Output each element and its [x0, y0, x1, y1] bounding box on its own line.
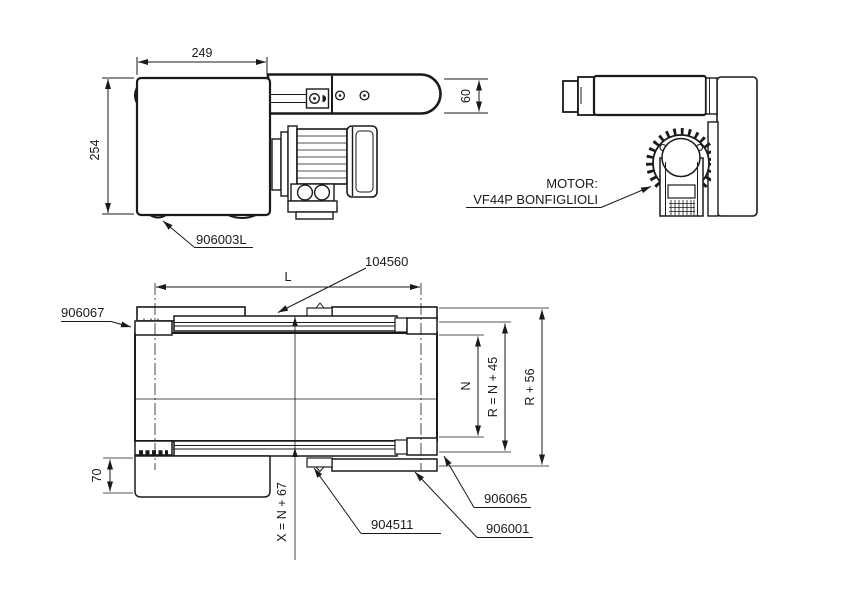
part-label-906067: 906067 [61, 305, 104, 320]
end-view-motor [646, 128, 711, 217]
gearbox-fin-grid [669, 200, 695, 215]
top-view-dimensions [103, 284, 549, 494]
dim-overall-width-label: R + 56 [523, 368, 537, 405]
x-dimension-line [292, 316, 298, 560]
motor-nameplate [667, 184, 696, 199]
motor-note-line2: VF44P BONFIGLIOLI [473, 192, 598, 207]
end-view-side-plate [716, 76, 758, 217]
lower-left-block [134, 440, 173, 456]
dim-roller-width-label: R = N + 45 [486, 357, 500, 417]
top-view-centerlines [154, 283, 422, 470]
part-label-906001: 906001 [486, 521, 529, 536]
lower-right-block [406, 437, 438, 456]
top-view-leaders [61, 267, 533, 538]
upper-belt [173, 315, 398, 332]
upper-left-block [134, 320, 173, 336]
motor-fins [297, 135, 347, 179]
end-view [466, 74, 758, 217]
dim-foot-width-label: 70 [90, 469, 104, 483]
end-view-roller [562, 74, 718, 117]
top-view [61, 267, 549, 560]
part-label-906065: 906065 [484, 491, 527, 506]
top-view-frame [134, 332, 438, 442]
top-view-lower-rail [134, 437, 438, 498]
motor-fin-ring [646, 128, 711, 198]
dim-length-label: L [285, 270, 292, 284]
side-view-motor [271, 125, 378, 220]
side-view [102, 57, 488, 248]
side-view-body-leader [162, 220, 253, 248]
lower-belt [173, 440, 398, 457]
upper-right-block [406, 317, 438, 335]
dim-width-label: 249 [192, 46, 213, 60]
part-label-104560: 104560 [365, 254, 408, 269]
side-view-body [135, 76, 272, 217]
drawing-text: 249 254 60 906003L MOTOR: VF44P BONFIGLI… [61, 46, 598, 542]
part-label-906003L: 906003L [196, 232, 247, 247]
drive-foot [134, 455, 271, 498]
part-label-904511: 904511 [371, 517, 413, 532]
motor-note-line1: MOTOR: [546, 176, 598, 191]
dim-x-width-label: X = N + 67 [275, 482, 289, 542]
dim-arm-height-label: 60 [459, 89, 473, 103]
dim-inner-width-label: N [459, 381, 473, 390]
top-view-upper-rail [134, 302, 438, 336]
motor-note-leader [466, 186, 652, 208]
side-view-arm-details [270, 75, 370, 113]
side-view-dimensions [102, 57, 488, 215]
dim-height-label: 254 [88, 140, 102, 161]
end-view-flange-strip [707, 121, 719, 217]
